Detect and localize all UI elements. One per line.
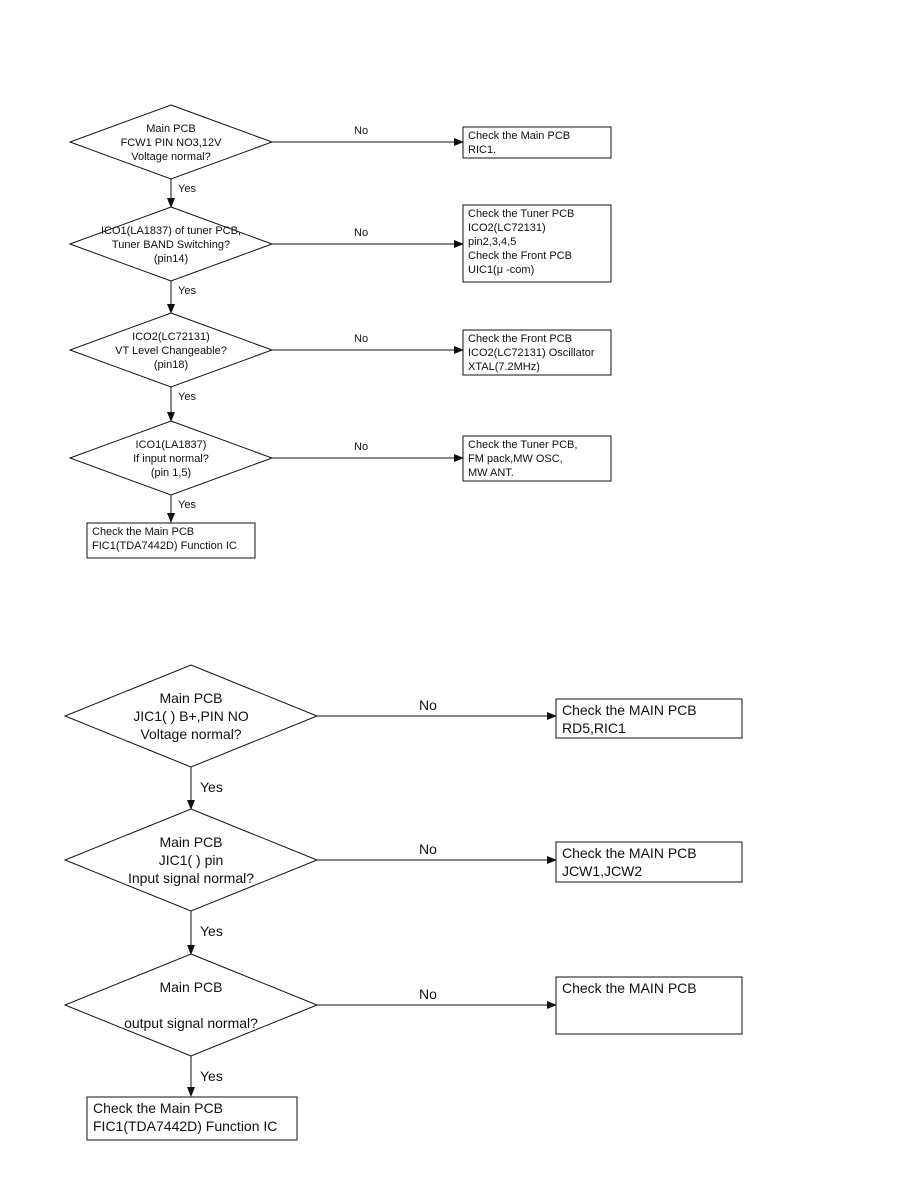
- check-box-2: Check the Tuner PCB ICO2(LC72131) pin2,3,4…: [462, 204, 612, 283]
- box-shape: [462, 126, 612, 159]
- no-label: No: [354, 227, 368, 239]
- check-box-3: Check the MAIN PCB: [555, 976, 743, 1035]
- box-text: ICO2(LC72131) Oscillator: [468, 347, 595, 359]
- box-text: UIC1(μ -com): [468, 264, 534, 276]
- flowchart-tuner-troubleshooting: Main PCB FCW1 PIN NO3,12V Voltage normal? N…: [68, 104, 612, 559]
- decision-text: Tuner BAND Switching?: [112, 239, 230, 251]
- decision-text: Main PCB: [159, 979, 222, 995]
- box-text: RD5,RIC1: [562, 720, 626, 736]
- box-text: Check the MAIN PCB: [562, 845, 697, 861]
- box-text: Check the MAIN PCB: [562, 702, 697, 718]
- box-text: Check the Main PCB: [93, 1100, 223, 1116]
- box-text: Check the Front PCB: [468, 250, 572, 262]
- decision-2: ICO1(LA1837) of tuner PCB, Tuner BAND Swi…: [68, 206, 274, 282]
- box-text: Check the Tuner PCB,: [468, 439, 577, 451]
- no-label: No: [419, 841, 437, 857]
- check-box-2: Check the MAIN PCB JCW1,JCW2: [555, 841, 743, 883]
- box-shape: [86, 1096, 298, 1141]
- box-text: Check the Tuner PCB: [468, 208, 574, 220]
- box-text: MW ANT.: [468, 467, 514, 479]
- decision-text: (pin14): [154, 253, 188, 265]
- flowchart-main-pcb-troubleshooting: Main PCB JIC1( ) B+,PIN NO Voltage normal?…: [63, 664, 743, 1141]
- box-shape: [86, 522, 256, 559]
- yes-label: Yes: [178, 285, 196, 297]
- decision-text: VT Level Changeable?: [115, 345, 227, 357]
- box-shape: [555, 841, 743, 883]
- decision-4: ICO1(LA1837) If input normal? (pin 1,5): [68, 420, 274, 496]
- check-box-3: Check the Front PCB ICO2(LC72131) Oscilla…: [462, 329, 612, 376]
- decision-text: Input signal normal?: [128, 870, 254, 886]
- box-shape: [462, 204, 612, 283]
- box-text: Check the Main PCB: [92, 526, 194, 538]
- yes-label: Yes: [178, 499, 196, 511]
- decision-1: Main PCB FCW1 PIN NO3,12V Voltage normal?: [68, 104, 274, 180]
- decision-text: Main PCB: [159, 690, 222, 706]
- check-box-4: Check the Tuner PCB, FM pack,MW OSC, MW AN…: [462, 435, 612, 482]
- decision-3: ICO2(LC72131) VT Level Changeable? (pin18): [68, 312, 274, 388]
- yes-label: Yes: [200, 1068, 223, 1084]
- box-text: pin2,3,4,5: [468, 236, 516, 248]
- box-text: RIC1.: [468, 144, 496, 156]
- final-box: Check the Main PCB FIC1(TDA7442D) Functio…: [86, 1096, 298, 1141]
- yes-label: Yes: [178, 391, 196, 403]
- decision-text: ICO1(LA1837) of tuner PCB,: [101, 225, 241, 237]
- decision-text: Voltage normal?: [140, 726, 241, 742]
- no-label: No: [419, 986, 437, 1002]
- decision-text: FCW1 PIN NO3,12V: [121, 137, 223, 149]
- decision-1: Main PCB JIC1( ) B+,PIN NO Voltage normal?: [63, 664, 319, 768]
- yes-label: Yes: [200, 923, 223, 939]
- decision-text: If input normal?: [133, 453, 209, 465]
- no-label: No: [354, 441, 368, 453]
- decision-3: Main PCB output signal normal?: [63, 953, 319, 1057]
- decision-text: (pin 1,5): [151, 467, 191, 479]
- box-text: Check the MAIN PCB: [562, 980, 697, 996]
- decision-text: Main PCB: [146, 123, 196, 135]
- no-label: No: [419, 697, 437, 713]
- check-box-1: Check the MAIN PCB RD5,RIC1: [555, 698, 743, 739]
- box-text: FIC1(TDA7442D) Function IC: [93, 1118, 277, 1134]
- decision-text: ICO1(LA1837): [136, 439, 207, 451]
- box-shape: [462, 435, 612, 482]
- final-box: Check the Main PCB FIC1(TDA7442D) Functio…: [86, 522, 256, 559]
- no-label: No: [354, 125, 368, 137]
- box-text: FIC1(TDA7442D) Function IC: [92, 540, 237, 552]
- decision-shape: [63, 953, 319, 1057]
- decision-text: JIC1( ) B+,PIN NO: [133, 708, 249, 724]
- box-shape: [555, 698, 743, 739]
- box-text: FM pack,MW OSC,: [468, 453, 563, 465]
- box-text: XTAL(7.2MHz): [468, 361, 540, 373]
- box-text: Check the Main PCB: [468, 130, 570, 142]
- box-shape: [462, 329, 612, 376]
- decision-text: ICO2(LC72131): [132, 331, 210, 343]
- yes-label: Yes: [200, 779, 223, 795]
- check-box-1: Check the Main PCB RIC1.: [462, 126, 612, 159]
- no-label: No: [354, 333, 368, 345]
- box-text: Check the Front PCB: [468, 333, 572, 345]
- decision-text: Voltage normal?: [131, 151, 211, 163]
- box-text: ICO2(LC72131): [468, 222, 546, 234]
- decision-text: output signal normal?: [124, 1015, 258, 1031]
- box-text: JCW1,JCW2: [562, 863, 642, 879]
- decision-text: JIC1( ) pin: [159, 852, 224, 868]
- decision-text: Main PCB: [159, 834, 222, 850]
- yes-label: Yes: [178, 183, 196, 195]
- box-shape: [555, 976, 743, 1035]
- decision-text: (pin18): [154, 359, 188, 371]
